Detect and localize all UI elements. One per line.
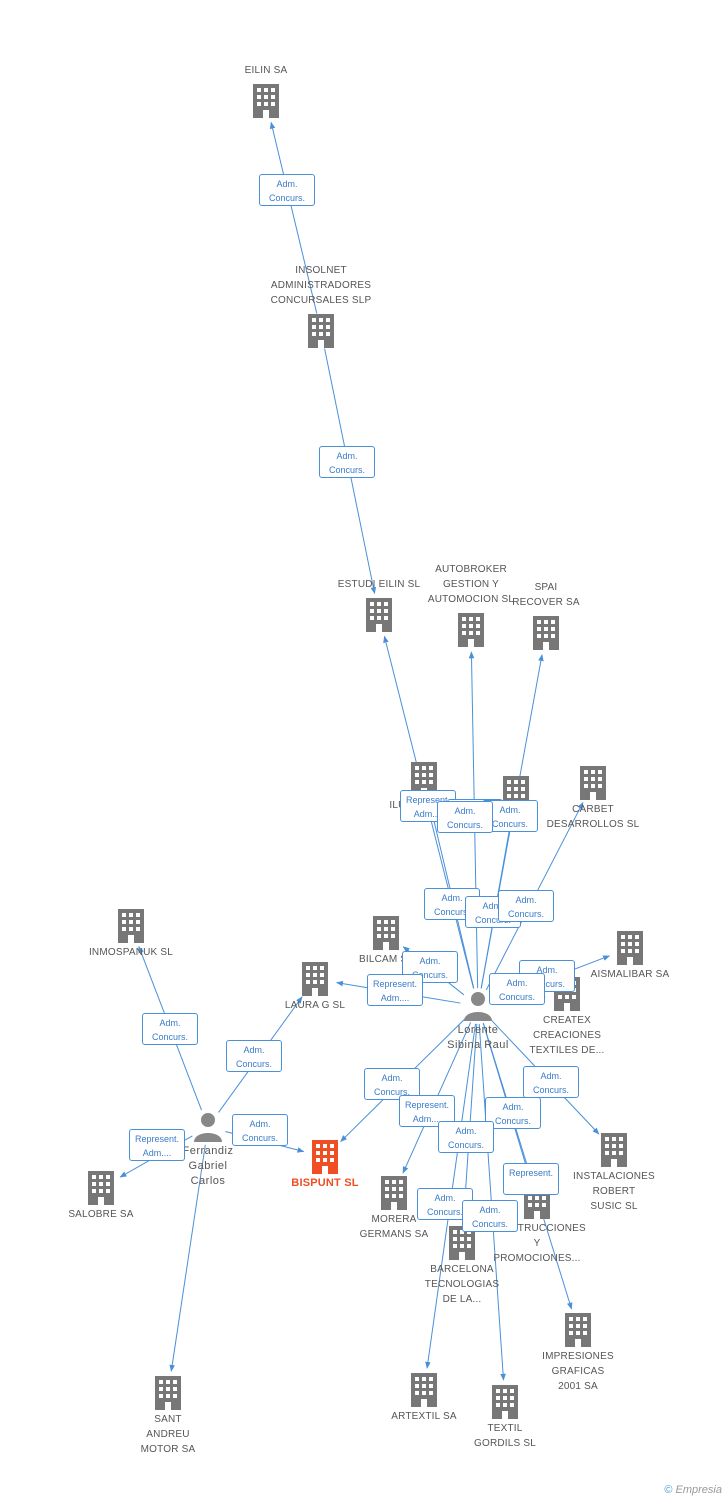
node-label-estudi[interactable]: ESTUDI EILIN SL	[337, 579, 421, 590]
node-label-construcciones[interactable]: CONSTRUCCIONES Y PROMOCIONES...	[488, 1223, 586, 1264]
edge-label-lorente-aismalibar[interactable]: Represent. Adm....	[367, 974, 423, 1006]
node-label-ferrandiz[interactable]: Ferrandiz Gabriel Carlos	[182, 1145, 234, 1187]
edge-label-lorente-bilcam[interactable]: Adm. Concurs.	[498, 890, 554, 922]
building-icon-eilin[interactable]	[253, 84, 279, 118]
edge-label-ferrandiz-laurag[interactable]: Adm. Concurs.	[142, 1013, 198, 1045]
node-label-morera[interactable]: MORERA GERMANS SA	[359, 1214, 429, 1240]
edge-label-insolnet-estudi[interactable]: Adm. Concurs.	[319, 446, 375, 478]
node-label-aismalibar[interactable]: AISMALIBAR SA	[590, 969, 670, 980]
node-label-impresiones[interactable]: IMPRESIONES GRAFICAS 2001 SA	[542, 1351, 614, 1392]
watermark: ©Empresia	[664, 1484, 722, 1496]
person-icon-lorente[interactable]	[464, 992, 492, 1021]
building-icon-estudi[interactable]	[366, 598, 392, 632]
building-icon-bilcam[interactable]	[373, 916, 399, 950]
building-icon-artextil[interactable]	[411, 1373, 437, 1407]
node-label-instalaciones[interactable]: INSTALACIONES ROBERT SUSIC SL	[573, 1171, 655, 1212]
brand-name: Empresia	[675, 1484, 722, 1496]
building-icon-salobre[interactable]	[88, 1171, 114, 1205]
node-label-lorente[interactable]: Lorente Sibina Raul	[447, 1024, 509, 1051]
node-label-artextil[interactable]: ARTEXTIL SA	[391, 1411, 457, 1422]
node-label-santandreu[interactable]: SANT ANDREU MOTOR SA	[140, 1414, 196, 1455]
node-label-laurag[interactable]: LAURA G SL	[284, 1000, 346, 1011]
building-icon-autobroker[interactable]	[458, 613, 484, 647]
node-label-eilin[interactable]: EILIN SA	[244, 65, 288, 76]
node-label-salobre[interactable]: SALOBRE SA	[68, 1209, 134, 1220]
building-icon-instalaciones[interactable]	[601, 1133, 627, 1167]
node-label-bispunt[interactable]: BISPUNT SL	[291, 1177, 359, 1189]
edge-label-ferrandiz-inmospanuk[interactable]: Adm. Concurs.	[462, 1200, 518, 1232]
node-label-barcelona[interactable]: BARCELONA TECNOLOGIAS DE LA...	[424, 1264, 500, 1305]
node-label-carbet[interactable]: CARBET DESARROLLOS SL	[546, 804, 640, 830]
edge-ferrandiz-santandreu	[169, 1144, 206, 1372]
edge-label-ferrandiz-salobre[interactable]: Adm. Concurs.	[232, 1114, 288, 1146]
edge-label-insolnet-eilin[interactable]: Adm. Concurs.	[259, 174, 315, 206]
edge-label-lorente-bispunt[interactable]: Adm. Concurs.	[489, 973, 545, 1005]
node-label-autobroker[interactable]: AUTOBROKER GESTION Y AUTOMOCION SL	[427, 564, 515, 605]
building-icon-spai[interactable]	[533, 616, 559, 650]
building-icon-aismalibar[interactable]	[617, 931, 643, 965]
building-icon-santandreu[interactable]	[155, 1376, 181, 1410]
copyright-icon: ©	[664, 1484, 673, 1496]
edge-insolnet-eilin	[269, 121, 318, 314]
building-icon-impresiones[interactable]	[565, 1313, 591, 1347]
edge-label-lorente-ilum[interactable]: Adm. Concurs.	[437, 801, 493, 833]
edge-label-lorente-artextil[interactable]: Represent.	[503, 1163, 559, 1195]
building-icon-insolnet[interactable]	[308, 314, 334, 348]
edge-label-lorente-instalaciones[interactable]: Adm. Concurs.	[364, 1068, 420, 1100]
edge-label-lorente-impresiones[interactable]: Adm. Concurs.	[438, 1121, 494, 1153]
person-icon-ferrandiz[interactable]	[194, 1113, 222, 1142]
node-label-spai[interactable]: SPAI RECOVER SA	[512, 582, 580, 608]
node-label-inmospanuk[interactable]: INMOSPANUK SL	[88, 947, 174, 958]
building-icon-laurag[interactable]	[302, 962, 328, 996]
building-icon-carbet[interactable]	[580, 766, 606, 800]
building-icon-bispunt[interactable]	[312, 1140, 338, 1174]
edge-label-lorente-barcelona[interactable]: Adm. Concurs.	[485, 1097, 541, 1129]
edge-label-lorente-morera[interactable]: Adm. Concurs.	[523, 1066, 579, 1098]
edge-label-ferrandiz-santandreu[interactable]: Represent. Adm....	[129, 1129, 185, 1161]
node-label-createx[interactable]: CREATEX CREACIONES TEXTILES DE...	[529, 1015, 605, 1056]
node-label-textil[interactable]: TEXTIL GORDILS SL	[473, 1423, 537, 1449]
node-label-insolnet[interactable]: INSOLNET ADMINISTRADORES CONCURSALES SLP	[270, 265, 372, 306]
edge-label-ferrandiz-bispunt[interactable]: Adm. Concurs.	[226, 1040, 282, 1072]
building-icon-inmospanuk[interactable]	[118, 909, 144, 943]
